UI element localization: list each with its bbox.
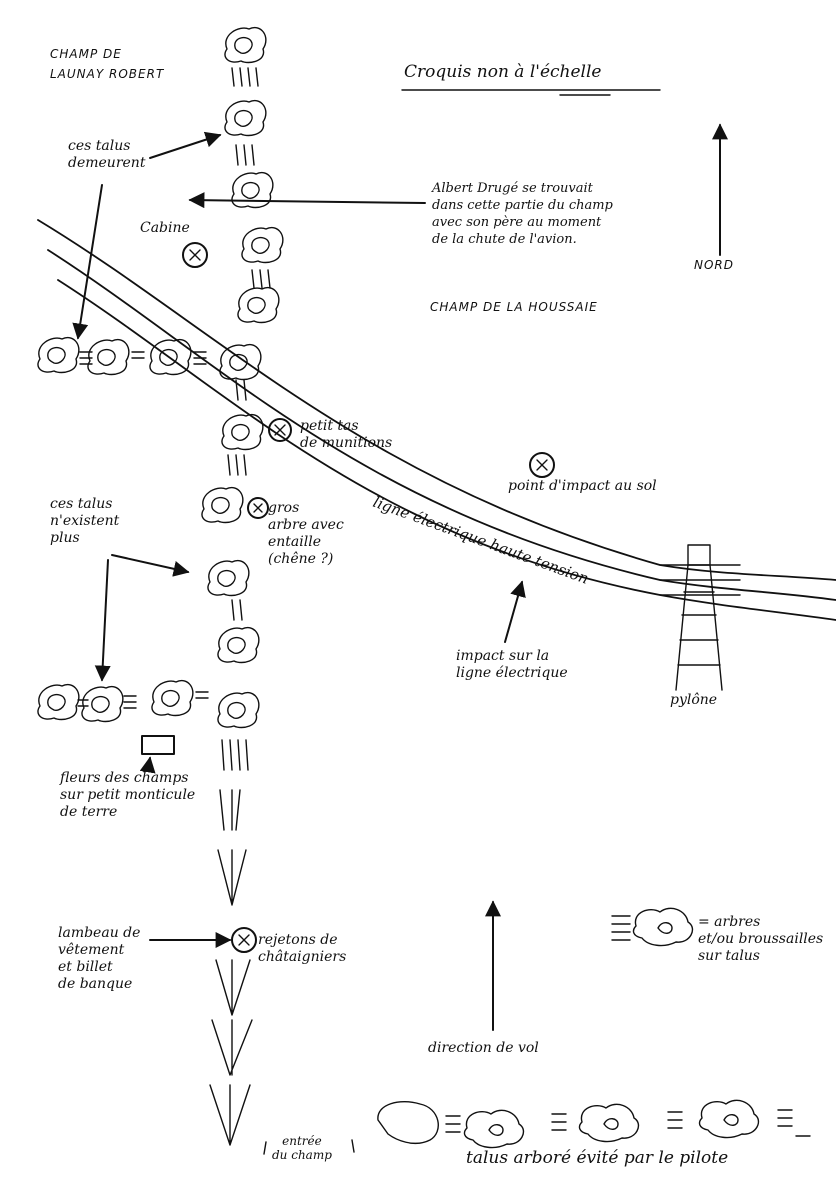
fleurs-label: fleurs des champs sur petit monticule de… xyxy=(60,770,196,820)
munitions-marker xyxy=(268,418,292,442)
cabin-marker xyxy=(182,242,208,268)
clothing-marker xyxy=(231,927,257,953)
albert-label: Albert Drugé se trouvait dans cette part… xyxy=(432,181,613,247)
vertical-hedge xyxy=(201,26,284,1146)
hedge-removed xyxy=(37,679,209,723)
power-line-label: ligne électrique haute tension xyxy=(371,493,591,588)
hedge-bottom xyxy=(377,1099,811,1149)
power-line xyxy=(37,219,836,621)
cabine-label: Cabine xyxy=(140,220,190,236)
talus-n-existent-label: ces talus n'existent plus xyxy=(50,496,120,546)
north-label: NORD xyxy=(694,258,734,272)
ground-impact-marker xyxy=(529,452,555,478)
entree-label: entrée du champ xyxy=(272,1134,332,1162)
direction-label: direction de vol xyxy=(428,1040,539,1056)
legend-symbol xyxy=(611,907,694,947)
champ-houssaie-label: CHAMP DE LA HOUSSAIE xyxy=(430,300,598,314)
gros-arbre-label: gros arbre avec entaille (chêne ?) xyxy=(268,500,344,567)
talus-demeurent-label: ces talus demeurent xyxy=(68,138,146,171)
pylone-label: pylône xyxy=(670,692,718,708)
lambeau-label: lambeau de vêtement et billet de banque xyxy=(58,925,141,992)
impact-ligne-label: impact sur la ligne électrique xyxy=(456,648,568,681)
croquis-label: Croquis non à l'échelle xyxy=(404,62,602,82)
talus-arbore-label: talus arboré évité par le pilote xyxy=(466,1148,729,1168)
petit-tas-label: petit tas de munitions xyxy=(300,418,393,451)
legend-label: = arbres et/ou broussailles sur talus xyxy=(698,914,824,964)
champ-launay-label: CHAMP DE LAUNAY ROBERT xyxy=(50,47,165,81)
annotation-arrows xyxy=(72,131,526,1031)
rejetons-label: rejetons de châtaigniers xyxy=(258,932,347,965)
oak-marker xyxy=(247,497,269,519)
flower-mound xyxy=(141,735,175,755)
pylon xyxy=(659,544,741,691)
point-impact-label: point d'impact au sol xyxy=(508,478,657,494)
hedge-existing xyxy=(37,336,207,376)
